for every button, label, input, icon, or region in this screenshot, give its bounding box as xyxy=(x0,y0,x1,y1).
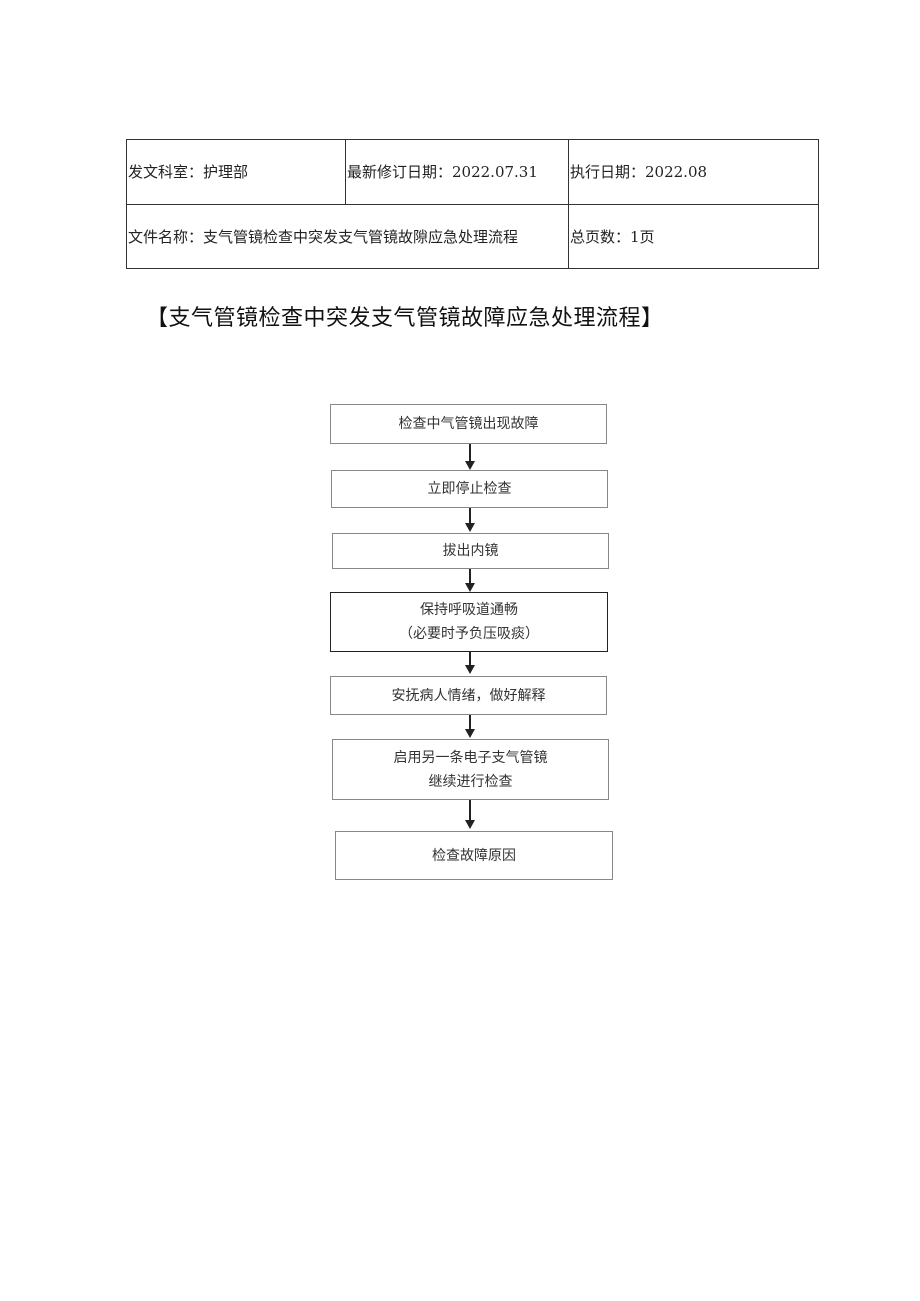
arrow-down-icon xyxy=(465,800,475,829)
flow-step-text: 安抚病人情绪，做好解释 xyxy=(391,687,546,704)
flow-step-6: 启用另一条电子支气管镜 继续进行检查 xyxy=(332,739,609,800)
flow-step-3: 拔出内镜 xyxy=(332,533,609,569)
arrow-down-icon xyxy=(465,652,475,674)
arrow-down-icon xyxy=(465,569,475,592)
flow-step-text: 启用另一条电子支气管镜 xyxy=(393,749,548,766)
flow-step-text: 检查中气管镜出现故障 xyxy=(398,416,539,432)
flow-step-text: 立即停止检查 xyxy=(427,481,512,497)
arrow-down-icon xyxy=(465,508,475,532)
flow-step-subtext: （必要时予负压吸痰） xyxy=(399,626,539,642)
flow-step-subtext: 继续进行检查 xyxy=(428,773,513,790)
flow-step-text: 保持呼吸道通畅 xyxy=(420,602,518,618)
flow-step-text: 拔出内镜 xyxy=(442,543,499,559)
flow-step-text: 检查故障原因 xyxy=(432,847,516,864)
flow-step-4: 保持呼吸道通畅 （必要时予负压吸痰） xyxy=(330,592,608,652)
flow-step-2: 立即停止检查 xyxy=(331,470,608,508)
flow-step-5: 安抚病人情绪，做好解释 xyxy=(330,676,607,715)
document-header-table: 发文科室：护理部 最新修订日期：2022.07.31 执行日期：2022.08 … xyxy=(126,139,819,269)
arrow-down-icon xyxy=(465,715,475,738)
effective-date-cell: 执行日期：2022.08 xyxy=(568,139,819,205)
flow-step-1: 检查中气管镜出现故障 xyxy=(330,404,607,444)
arrow-down-icon xyxy=(465,444,475,470)
total-pages-cell: 总页数：1页 xyxy=(568,204,819,269)
flow-step-7: 检查故障原因 xyxy=(335,831,613,880)
file-name-cell: 文件名称：支气管镜检查中突发支气管镜故隙应急处理流程 xyxy=(126,204,569,269)
document-title: 【支气管镜检查中突发支气管镜故障应急处理流程】 xyxy=(146,306,664,331)
department-cell: 发文科室：护理部 xyxy=(126,139,346,205)
revision-date-cell: 最新修订日期：2022.07.31 xyxy=(345,139,569,205)
